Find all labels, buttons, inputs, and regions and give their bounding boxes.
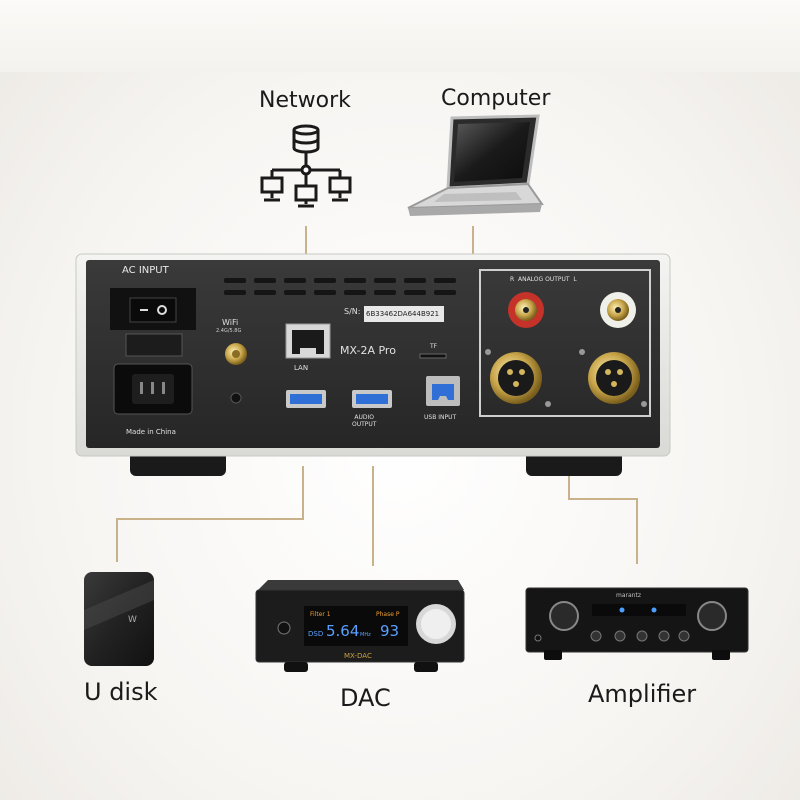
top-band	[0, 0, 800, 72]
wire-amp-drop	[636, 498, 638, 564]
amplifier-label: Amplifier	[588, 680, 697, 708]
udisk-image: W	[84, 572, 154, 666]
wire-udisk-h	[116, 518, 304, 520]
udisk-label: U disk	[84, 678, 158, 706]
svg-text:W: W	[128, 615, 137, 625]
dac-freq-text: 5.64	[326, 622, 360, 640]
audio-output-label: AUDIO OUTPUT	[352, 414, 377, 428]
amp-brand-text: marantz	[616, 592, 641, 599]
wifi-label: WiFi	[222, 318, 239, 327]
sn-label: S/N:	[344, 307, 361, 316]
laptop-icon	[407, 114, 544, 216]
network-label: Network	[259, 88, 351, 113]
amplifier-image	[525, 587, 749, 660]
dac-dsd-text: DSD	[308, 630, 324, 638]
dac-brand-text: MX-DAC	[344, 652, 372, 660]
dac-phase-text: Phase P	[376, 611, 400, 618]
usb-input-label: USB INPUT	[424, 414, 457, 421]
wire-udisk-drop	[116, 518, 118, 562]
ac-input-label: AC INPUT	[122, 265, 169, 276]
wire-udisk-v	[302, 466, 304, 520]
wifi-band-label: 2.4G/5.8G	[216, 328, 242, 334]
computer-label: Computer	[441, 86, 551, 111]
dac-image	[255, 580, 465, 672]
analog-output-label: R ANALOG OUTPUT L	[510, 276, 577, 283]
made-in-label: Made in China	[126, 428, 176, 436]
wire-dac	[372, 466, 374, 566]
network-icon	[260, 124, 352, 208]
model-label: MX-2A Pro	[340, 344, 396, 357]
dac-filter-text: Filter 1	[310, 611, 331, 618]
dac-volume-text: 93	[380, 622, 400, 640]
streamer-rear-panel	[75, 253, 671, 476]
tf-label: TF	[430, 343, 438, 350]
wire-amp-h	[568, 498, 638, 500]
sn-value: 6B33462DA644B921	[366, 310, 440, 318]
dac-freq-unit: MHz	[360, 632, 371, 638]
dac-label: DAC	[340, 684, 391, 712]
lan-label: LAN	[294, 364, 309, 372]
